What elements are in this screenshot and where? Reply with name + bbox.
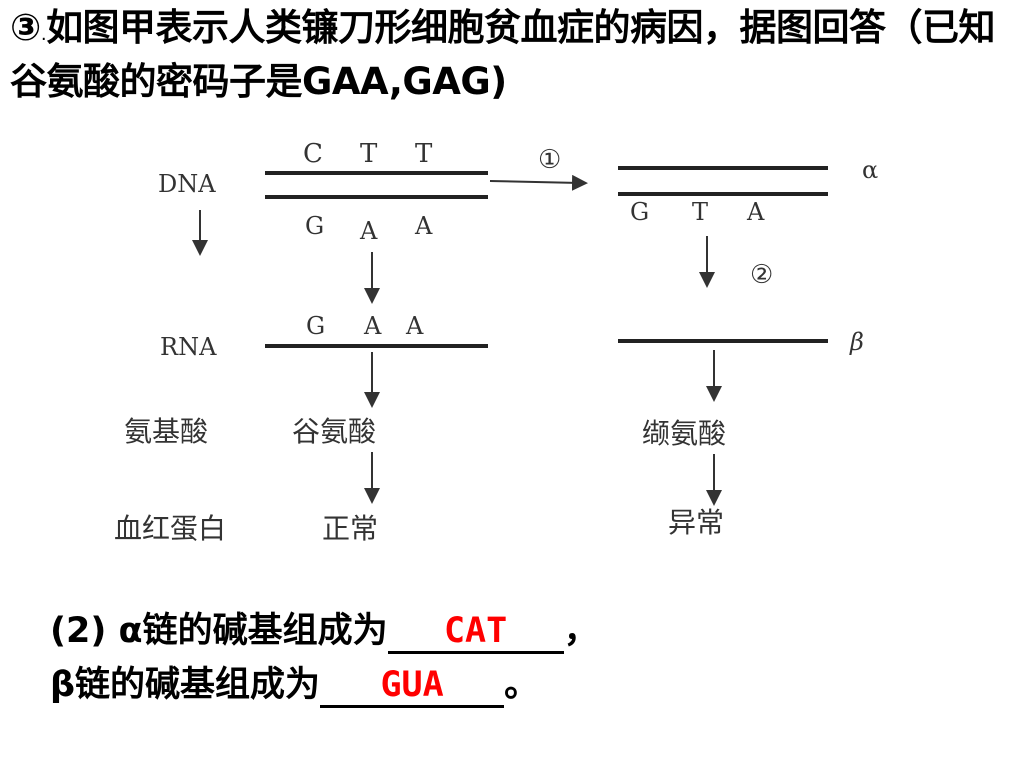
rna-base: A: [405, 312, 424, 340]
step1-arrow: [489, 174, 588, 191]
mutant-base: A: [746, 198, 765, 226]
answer-1-blank[interactable]: CAT: [387, 611, 564, 654]
dna-bottom-base: A: [359, 217, 378, 245]
hemoglobin-label: 血红蛋白: [114, 512, 226, 545]
dna-bottom-bases: G A A: [305, 212, 433, 245]
amino-acid-label: 氨基酸: [124, 415, 208, 448]
mutant-bases: G T A: [630, 198, 765, 226]
answer-2-prefix: β链的碱基组成为: [50, 665, 321, 705]
normal-amino-acid: 谷氨酸: [292, 415, 376, 448]
rna-base: G: [306, 312, 325, 340]
abnormal-label: 异常: [668, 506, 724, 539]
question-text: ③.如图甲表示人类镰刀形细胞贫血症的病因，据图回答（已知谷氨酸的密码子是GAA,…: [10, 4, 1014, 105]
normal-label: 正常: [322, 512, 378, 545]
answer-2-blank[interactable]: GUA: [320, 665, 505, 708]
answer-1-suffix: ，: [563, 611, 599, 651]
rna-label: RNA: [160, 333, 217, 361]
dna-bottom-base: A: [414, 212, 433, 240]
mutant-base: G: [630, 198, 649, 226]
mutant-base: T: [692, 198, 708, 226]
dna-label: DNA: [158, 170, 216, 198]
dna-top-base: C: [303, 139, 323, 169]
answer-1-prefix: (2) α链的碱基组成为: [50, 611, 388, 651]
gene-mutation-diagram: DNA C T T G A A ① α G T A ②: [110, 128, 940, 580]
beta-label: β: [849, 328, 864, 356]
question-dot: .: [40, 24, 47, 45]
dna-bottom-base: G: [305, 212, 324, 240]
mutant-amino-acid: 缬氨酸: [642, 417, 726, 450]
question-body: 如图甲表示人类镰刀形细胞贫血症的病因，据图回答（已知谷氨酸的密码子是GAA,GA…: [10, 6, 996, 103]
diagram-svg: DNA C T T G A A ① α G T A ②: [114, 139, 878, 545]
dna-top-base: T: [415, 139, 433, 169]
dna-top-bases: C T T: [303, 139, 433, 169]
alpha-label: α: [862, 156, 878, 184]
step1-label: ①: [538, 145, 561, 175]
dna-top-base: T: [360, 139, 378, 169]
rna-bases: G A A: [306, 312, 424, 340]
question-number: ③: [10, 6, 41, 49]
step2-label: ②: [750, 260, 773, 290]
answer-2-suffix: 。: [504, 665, 540, 705]
rna-base: A: [363, 312, 382, 340]
